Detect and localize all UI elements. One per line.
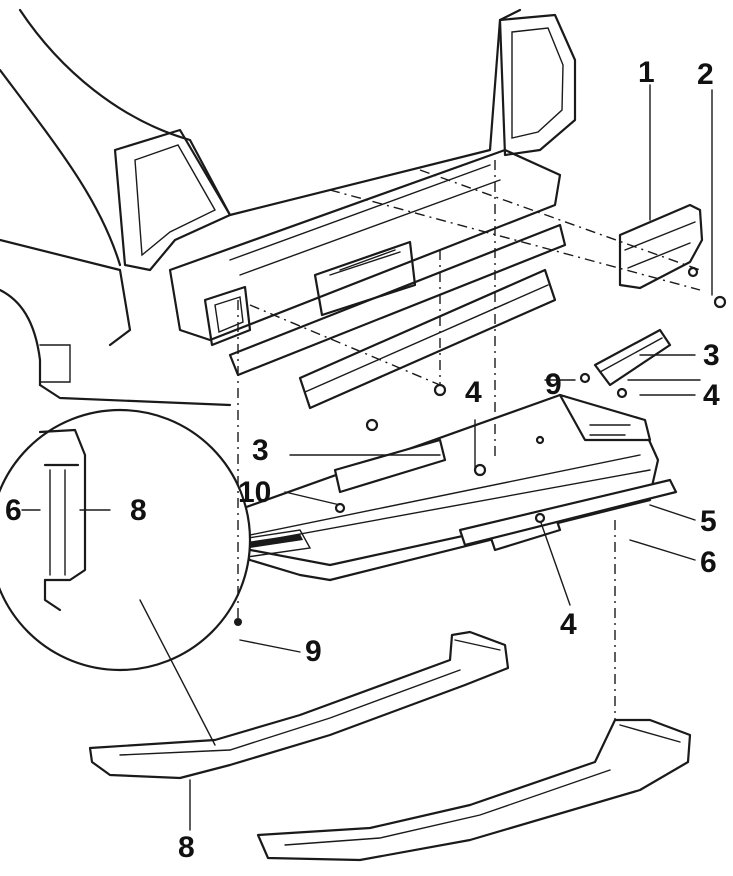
callout-4: 4 bbox=[465, 376, 482, 409]
screw-fastener bbox=[234, 618, 242, 626]
callout-5: 5 bbox=[700, 505, 717, 538]
alignment-lines bbox=[237, 160, 701, 720]
callout-4: 4 bbox=[560, 608, 577, 641]
bumper-main-body bbox=[208, 393, 660, 582]
bolt-fastener bbox=[616, 387, 628, 399]
clip-fastener bbox=[334, 502, 346, 514]
spoiler-lower-rear bbox=[256, 718, 692, 862]
bumper-lower-trim bbox=[458, 478, 678, 547]
bumper-cover-strip bbox=[618, 203, 704, 290]
bolt-fastener bbox=[365, 418, 379, 432]
bolt-fastener bbox=[579, 372, 591, 384]
callout-8: 8 bbox=[130, 494, 147, 527]
leader-lines bbox=[139, 84, 713, 831]
callout-2: 2 bbox=[697, 58, 714, 91]
callout-8: 8 bbox=[178, 831, 195, 864]
callout-9: 9 bbox=[545, 368, 562, 401]
callout-4: 4 bbox=[703, 379, 720, 412]
screw-fastener bbox=[535, 435, 545, 445]
bolt-fastener bbox=[534, 512, 546, 524]
nut-2 bbox=[713, 295, 727, 309]
callout-9: 9 bbox=[305, 635, 322, 668]
bolt-fastener bbox=[433, 383, 447, 397]
spoiler-lower-front bbox=[88, 630, 510, 780]
callout-6: 6 bbox=[700, 546, 717, 579]
side-bracket-right bbox=[593, 328, 672, 387]
callout-3: 3 bbox=[703, 339, 720, 372]
callout-1: 1 bbox=[638, 56, 655, 89]
bolt-fastener bbox=[473, 463, 487, 477]
callout-3: 3 bbox=[252, 434, 269, 467]
detail-circle bbox=[0, 408, 252, 672]
car-body bbox=[0, 8, 577, 410]
callout-6: 6 bbox=[5, 494, 22, 527]
callout-10: 10 bbox=[238, 476, 272, 509]
